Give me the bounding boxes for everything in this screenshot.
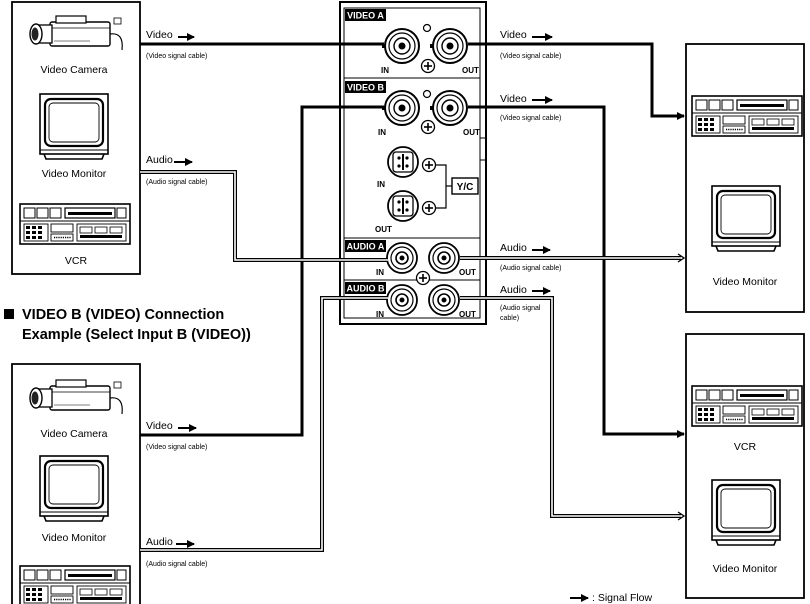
video-cable-note: (Video signal cable) [146, 53, 207, 60]
section-heading-line1: VIDEO B (VIDEO) Connection [22, 307, 224, 323]
video-monitor-icon [710, 478, 782, 547]
audio-a-label: AUDIO A [347, 242, 385, 252]
video-monitor-icon [38, 454, 110, 523]
video-label: Video [146, 29, 173, 41]
video-monitor-label: Video Monitor [42, 168, 107, 180]
cables [140, 42, 686, 552]
audio-b-out-label: OUT [459, 310, 476, 319]
video-b-label: VIDEO B [347, 83, 385, 93]
video-monitor-icon [710, 184, 782, 253]
ground-screw-icon [421, 200, 437, 216]
section-heading: VIDEO B (VIDEO) Connection Example (Sele… [4, 307, 251, 343]
left-bottom-device-group: Video Camera Video Monitor [11, 363, 141, 604]
audio-cable-note-line1: (Audio signal [500, 305, 541, 312]
video-cable-a-out [468, 42, 685, 120]
audio-label: Audio [500, 284, 527, 296]
audio-label: Audio [146, 154, 173, 166]
vcr-icon [19, 203, 131, 245]
right-top-device-group: Video Monitor [685, 43, 805, 313]
ground-screw-icon [415, 270, 431, 286]
ground-screw-icon [420, 58, 436, 74]
vcr-icon [691, 95, 803, 137]
legend: : Signal Flow [570, 592, 653, 604]
yc-in-label: IN [377, 180, 385, 189]
video-b-in-label: IN [378, 128, 386, 137]
audio-cable-note-line2: cable) [500, 315, 519, 322]
video-a-out-label: OUT [462, 66, 479, 75]
ground-screw-icon [421, 157, 437, 173]
audio-cable-note: (Audio signal cable) [146, 561, 207, 568]
rca-connector-icon [428, 284, 460, 316]
s-video-connector-icon [387, 146, 419, 178]
cable-labels: Video (Video signal cable) Audio (Audio … [146, 29, 561, 568]
left-top-device-group: Video Camera Video Monitor VCR [11, 1, 141, 275]
video-monitor-label: Video Monitor [42, 532, 107, 544]
video-cable-note: (Video signal cable) [146, 444, 207, 451]
audio-label: Audio [500, 242, 527, 254]
signal-flow-legend-label: : Signal Flow [592, 592, 653, 604]
audio-a-in-label: IN [376, 268, 384, 277]
audio-label: Audio [146, 536, 173, 548]
yc-label: Y/C [457, 182, 474, 193]
s-video-connector-icon [387, 190, 419, 222]
audio-cable-note: (Audio signal cable) [146, 179, 207, 186]
vcr-icon [691, 385, 803, 427]
video-monitor-icon [38, 92, 110, 161]
video-camera-label: Video Camera [41, 64, 108, 76]
vcr-label: VCR [734, 441, 757, 453]
audio-b-label: AUDIO B [347, 284, 386, 294]
video-monitor-label: Video Monitor [713, 563, 778, 575]
video-label: Video [146, 420, 173, 432]
vcr-icon [19, 565, 131, 604]
vcr-label: VCR [65, 255, 88, 267]
rca-connector-icon [386, 242, 418, 274]
video-cable-b-in [140, 105, 384, 437]
audio-cable-b-out [460, 296, 681, 518]
audio-cable-note: (Audio signal cable) [500, 265, 561, 272]
right-bottom-device-group: VCR Video Monitor [685, 333, 805, 599]
rca-connector-icon [428, 242, 460, 274]
video-a-label: VIDEO A [347, 11, 384, 21]
section-heading-line2: Example (Select Input B (VIDEO)) [22, 327, 251, 343]
audio-b-in-label: IN [376, 310, 384, 319]
rca-connector-icon [386, 284, 418, 316]
video-b-out-label: OUT [463, 128, 480, 137]
video-camera-label: Video Camera [41, 428, 108, 440]
ground-screw-icon [420, 119, 436, 135]
video-label: Video [500, 29, 527, 41]
video-label: Video [500, 93, 527, 105]
video-cable-b-out [468, 105, 685, 438]
audio-a-out-label: OUT [459, 268, 476, 277]
video-monitor-label: Video Monitor [713, 276, 778, 288]
video-cable-note: (Video signal cable) [500, 53, 561, 60]
connector-panel: VIDEO A IN OUT VIDEO B IN OUT IN OUT Y/C… [339, 1, 487, 325]
video-cable-note: (Video signal cable) [500, 115, 561, 122]
yc-out-label: OUT [375, 225, 392, 234]
video-a-in-label: IN [381, 66, 389, 75]
